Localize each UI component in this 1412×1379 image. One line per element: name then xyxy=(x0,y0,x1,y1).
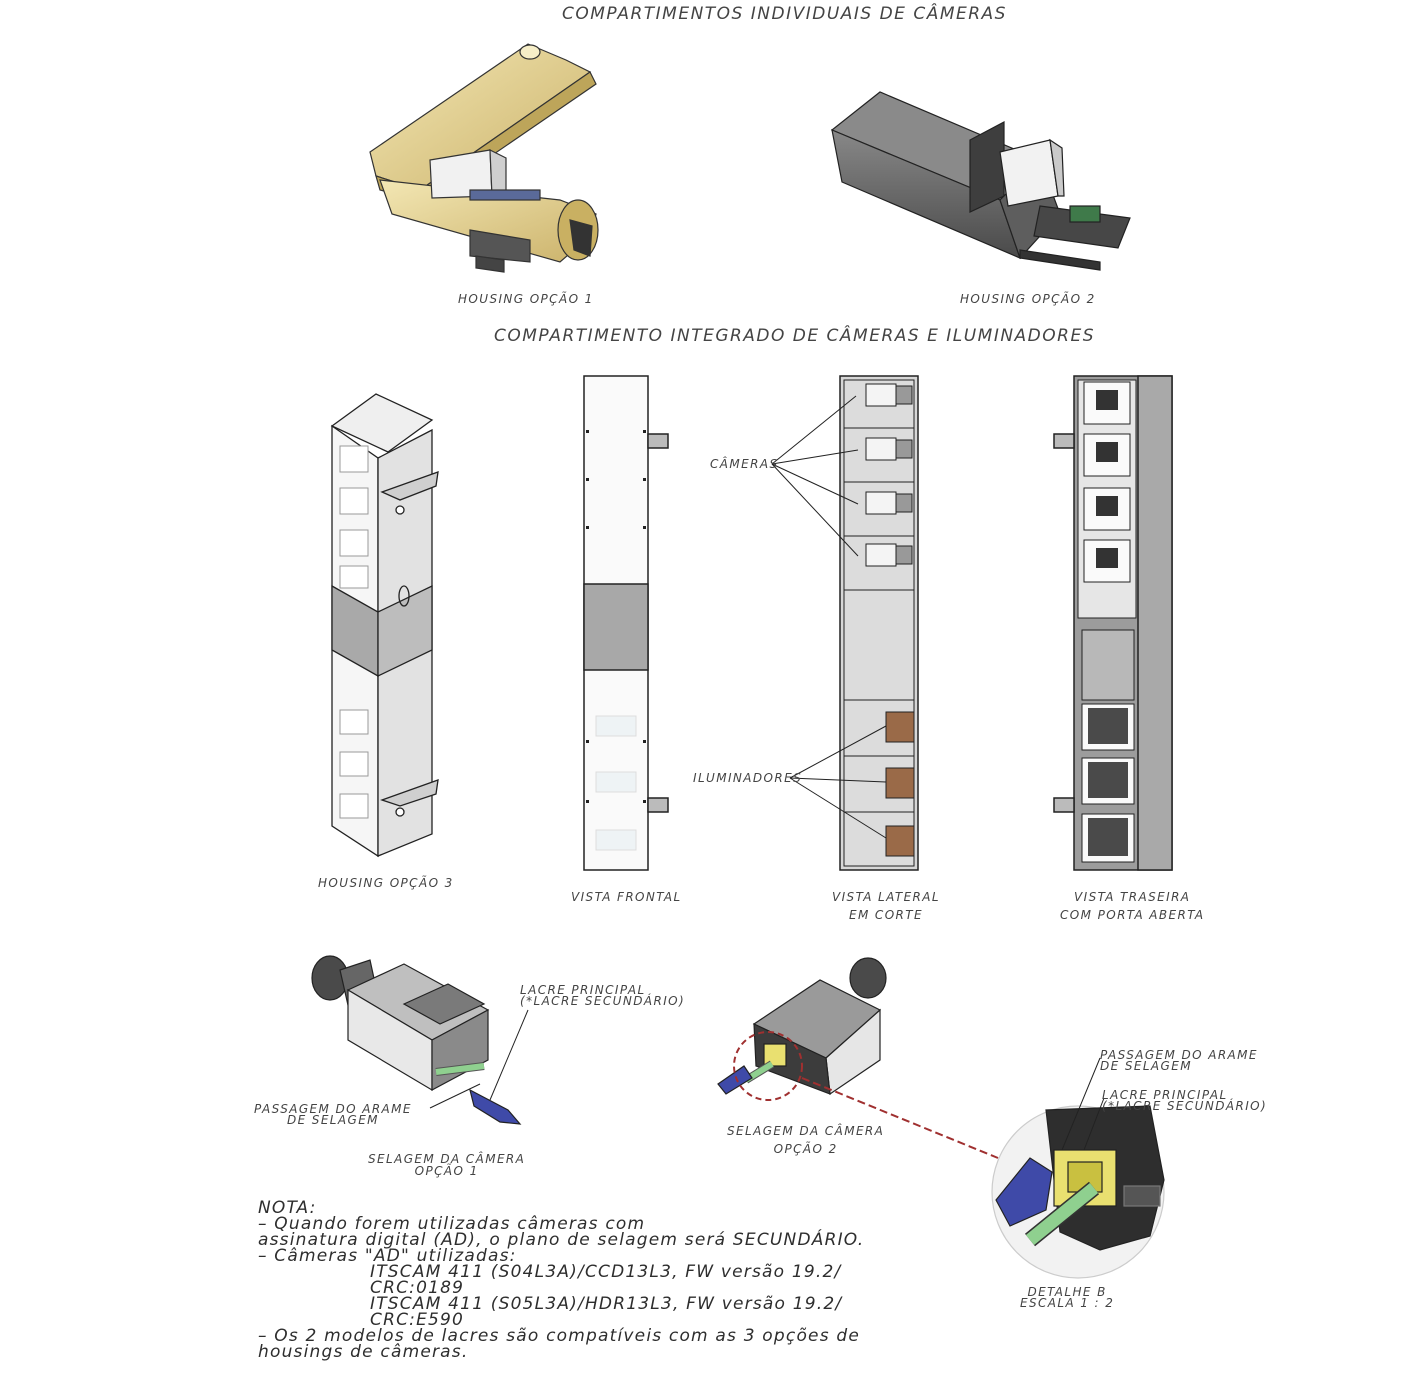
label-vista-traseira: VISTA TRASEIRA COM PORTA ABERTA xyxy=(1060,890,1204,922)
label-selagem-opcao-1: SELAGEM DA CÂMERA OPÇÃO 1 xyxy=(368,1152,525,1178)
heading-integrated-compartment: COMPARTIMENTO INTEGRADO DE CÂMERAS E ILU… xyxy=(494,326,1095,346)
callout-passagem-arame: PASSAGEM DO ARAME DE SELAGEM xyxy=(254,1102,412,1127)
note-line-3: – Câmeras "AD" utilizadas: xyxy=(258,1246,517,1266)
note-line-7: CRC:E590 xyxy=(370,1310,465,1330)
callout-cameras: CÂMERAS xyxy=(710,457,779,471)
callout-detalhe-lacre: LACRE PRINCIPAL (*LACRE SECUNDÁRIO) xyxy=(1102,1088,1267,1113)
callout-lacre-principal: LACRE PRINCIPAL (*LACRE SECUNDÁRIO) xyxy=(520,983,685,1008)
callout-passagem-line2: DE SELAGEM xyxy=(286,1113,379,1127)
label-housing-option-1: HOUSING OPÇÃO 1 xyxy=(458,292,594,306)
label-selagem1-line2: OPÇÃO 1 xyxy=(414,1164,479,1178)
label-vista-traseira-line1: VISTA TRASEIRA xyxy=(1074,890,1191,904)
label-vista-traseira-line2: COM PORTA ABERTA xyxy=(1060,908,1205,922)
vista-lateral-drawing xyxy=(771,375,919,871)
note-line-1: – Quando forem utilizadas câmeras com xyxy=(258,1214,646,1234)
note-line-9: housings de câmeras. xyxy=(258,1342,469,1362)
label-vista-lateral-line2: EM CORTE xyxy=(848,908,923,922)
selagem-opcao-2-drawing xyxy=(717,957,999,1159)
label-selagem2-line2: OPÇÃO 2 xyxy=(773,1142,838,1156)
label-vista-frontal: VISTA FRONTAL xyxy=(571,890,682,904)
note-line-2: assinatura digital (AD), o plano de sela… xyxy=(258,1230,865,1250)
callout-iluminadores: ILUMINADORES xyxy=(693,771,803,785)
label-detalhe-line2: ESCALA 1 : 2 xyxy=(1020,1296,1115,1310)
heading-individual-compartments: COMPARTIMENTOS INDIVIDUAIS DE CÂMERAS xyxy=(562,4,1007,24)
selagem-opcao-1-drawing xyxy=(311,955,529,1125)
callout-passagem-line1: PASSAGEM DO ARAME xyxy=(254,1102,412,1116)
label-vista-lateral-line1: VISTA LATERAL xyxy=(832,890,940,904)
callout-detalhe-lacre-line2: (*LACRE SECUNDÁRIO) xyxy=(1102,1099,1268,1113)
label-detalhe-b: DETALHE B ESCALA 1 : 2 xyxy=(1020,1285,1114,1310)
note-line-5: CRC:0189 xyxy=(370,1278,465,1298)
callout-lacre-line2: (*LACRE SECUNDÁRIO) xyxy=(520,994,686,1008)
label-selagem2-line1: SELAGEM DA CÂMERA xyxy=(727,1124,885,1138)
housing-option-3-drawing xyxy=(330,393,439,858)
detalhe-b-drawing xyxy=(991,1057,1165,1279)
vista-frontal-drawing xyxy=(583,375,669,871)
callout-detalhe-passagem-line2: DE SELAGEM xyxy=(1100,1059,1192,1073)
callout-detalhe-passagem: PASSAGEM DO ARAME DE SELAGEM xyxy=(1100,1048,1258,1073)
note-line-4: ITSCAM 411 (S04L3A)/CCD13L3, FW versão 1… xyxy=(370,1262,842,1282)
housing-option-2-drawing xyxy=(830,91,1131,271)
callout-detalhe-lacre-line1: LACRE PRINCIPAL xyxy=(1102,1088,1228,1102)
label-selagem1-line1: SELAGEM DA CÂMERA xyxy=(368,1152,526,1166)
note-line-8: – Os 2 modelos de lacres são compatíveis… xyxy=(258,1326,861,1346)
callout-lacre-line1: LACRE PRINCIPAL xyxy=(520,983,646,997)
label-detalhe-line1: DETALHE B xyxy=(1027,1285,1107,1299)
vista-traseira-drawing xyxy=(1053,375,1173,871)
note-block: NOTA: – Quando forem utilizadas câmeras … xyxy=(258,1198,865,1362)
callout-detalhe-passagem-line1: PASSAGEM DO ARAME xyxy=(1100,1048,1258,1062)
label-housing-option-3: HOUSING OPÇÃO 3 xyxy=(318,876,454,890)
label-vista-lateral: VISTA LATERAL EM CORTE xyxy=(832,890,940,922)
note-line-6: ITSCAM 411 (S05L3A)/HDR13L3, FW versão 1… xyxy=(370,1294,843,1314)
label-housing-option-2: HOUSING OPÇÃO 2 xyxy=(960,292,1096,306)
label-selagem-opcao-2: SELAGEM DA CÂMERA OPÇÃO 2 xyxy=(727,1124,884,1156)
housing-option-1-drawing xyxy=(369,43,599,273)
note-title: NOTA: xyxy=(258,1198,317,1218)
